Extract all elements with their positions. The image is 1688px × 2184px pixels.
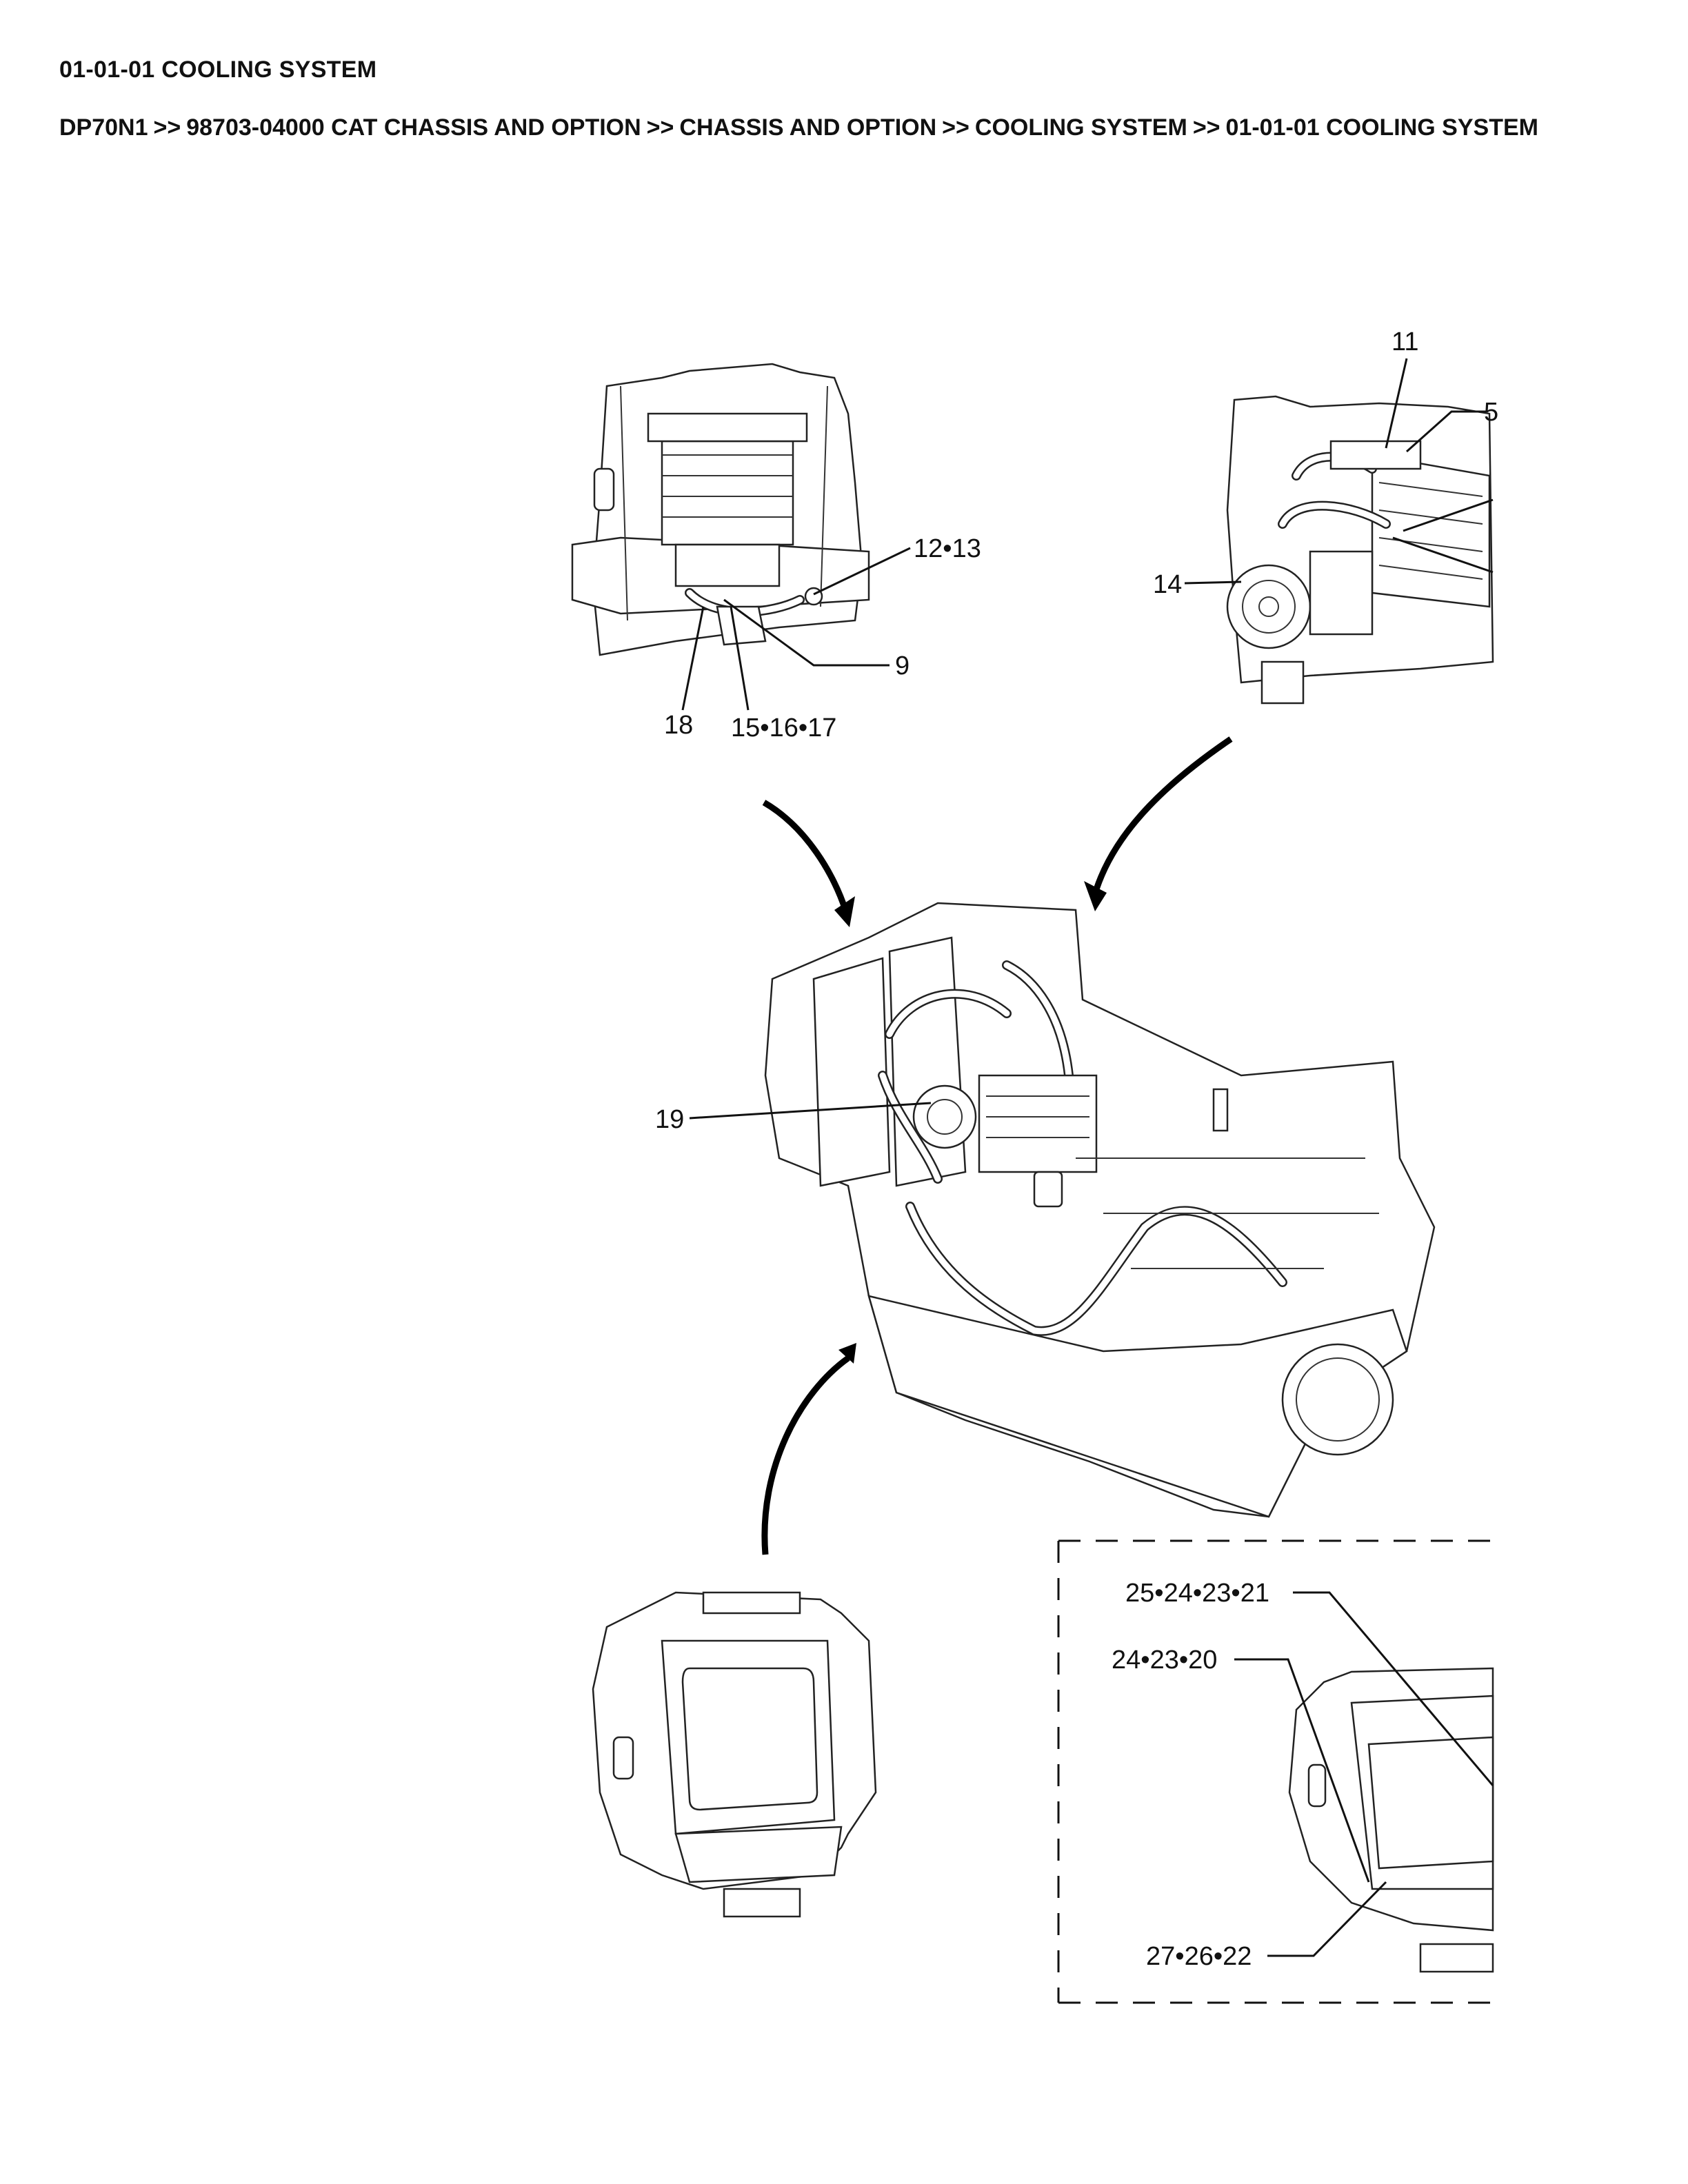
callout-label: 15•16•17 [731,714,836,742]
breadcrumb-separator: >> [942,114,969,141]
arrowhead [838,1343,856,1364]
callout-24-23-20: 24•23•20 [1112,1646,1370,1883]
arrowhead [1084,881,1107,911]
arrow-from-cover [761,1355,850,1555]
callout-label: 25•24•23•21 [1125,1579,1269,1608]
callout-label: 5 [1484,398,1498,427]
breadcrumb-item-current: 01-01-01 COOLING SYSTEM [1225,114,1538,141]
leader-lines-upper [1392,498,1494,574]
callout-11: 11 [1385,327,1418,449]
callout-19: 19 [655,1102,932,1134]
callout-label: 18 [664,711,693,740]
breadcrumb-separator: >> [153,114,181,141]
callout-27-26-22: 27•26•22 [1146,1881,1387,1971]
callout-15-16-17: 15•16•17 [730,606,836,742]
detail-cover-frame [592,1591,877,1918]
breadcrumb-item-catalog[interactable]: 98703-04000 CAT CHASSIS AND OPTION [186,114,641,141]
callout-label: 11 [1391,327,1418,356]
breadcrumb-separator: >> [646,114,674,141]
breadcrumb-separator: >> [1192,114,1220,141]
callout-label: 19 [655,1105,684,1134]
callout-label: 14 [1153,570,1182,599]
callout-label: 27•26•22 [1146,1942,1252,1971]
callout-9: 9 [723,598,910,680]
breadcrumb-item-group[interactable]: CHASSIS AND OPTION [679,114,937,141]
arrowhead [834,896,855,927]
breadcrumb: DP70N1>>98703-04000 CAT CHASSIS AND OPTI… [59,114,1538,141]
main-chassis-assembly [764,902,1436,1518]
detail-box-dashed [1057,1539,1494,2004]
breadcrumb-item-section[interactable]: COOLING SYSTEM [974,114,1187,141]
callout-label: 24•23•20 [1112,1646,1217,1675]
callout-14: 14 [1153,570,1242,599]
arrow-from-lower-detail [762,800,849,911]
breadcrumb-item-model[interactable]: DP70N1 [59,114,148,141]
callout-25-24-23-21: 25•24•23•21 [1125,1579,1494,1786]
callout-label: 12•13 [914,534,981,563]
callout-12-13: 12•13 [813,534,981,596]
page-title: 01-01-01 COOLING SYSTEM [59,57,377,83]
callout-5: 5 [1406,398,1498,453]
callout-18: 18 [664,606,705,740]
arrow-from-upper-detail [1093,736,1233,891]
detail-radiator-upper [1226,395,1494,705]
callout-label: 9 [895,651,910,680]
detail-radiator-lower [571,363,870,656]
